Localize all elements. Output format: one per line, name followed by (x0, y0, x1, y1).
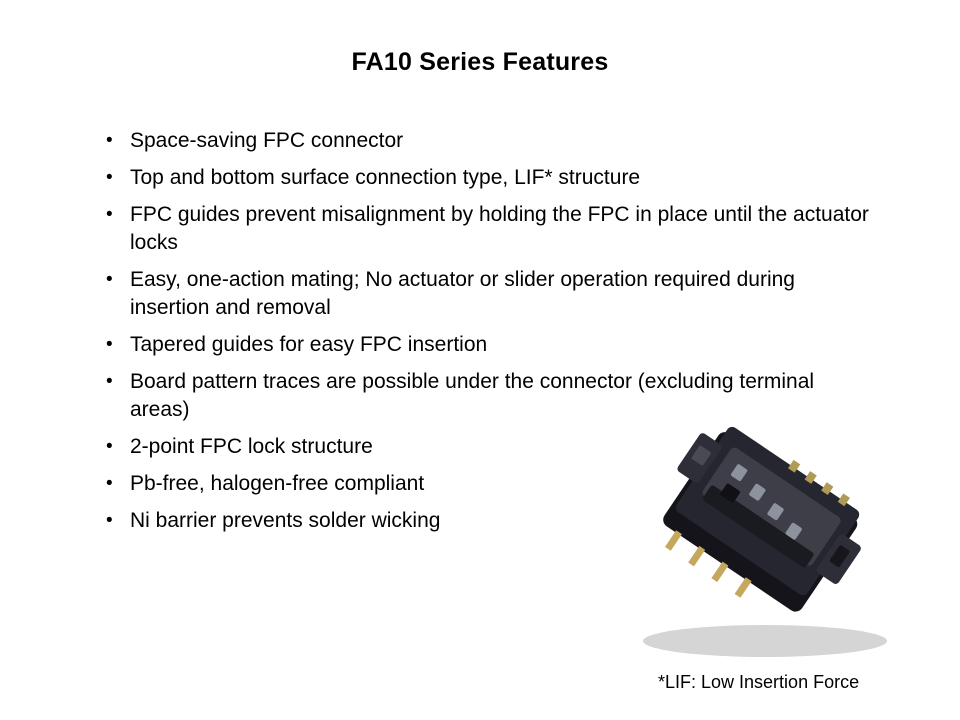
connector-hole (767, 503, 784, 521)
feature-item: FPC guides prevent misalignment by holdi… (104, 201, 876, 257)
feature-item: Pb-free, halogen-free compliant (104, 470, 876, 498)
feature-item: 2-point FPC lock structure (104, 433, 876, 461)
connector-contact (804, 471, 817, 484)
connector-detail-square (720, 483, 740, 503)
connector-body-group (663, 426, 861, 612)
connector-contact (821, 482, 834, 496)
connector-flange-left-detail (691, 445, 711, 466)
connector-shadow (643, 625, 887, 657)
connector-contact (787, 459, 801, 473)
feature-item: Top and bottom surface connection type, … (104, 164, 876, 192)
feature-item: Space-saving FPC connector (104, 127, 876, 155)
connector-contact (837, 493, 850, 507)
page-title: FA10 Series Features (351, 48, 609, 76)
connector-hole (731, 464, 748, 482)
connector-slot (703, 485, 814, 568)
connector-hole (785, 522, 802, 540)
feature-item: Board pattern traces are possible under … (104, 368, 876, 424)
feature-item: Tapered guides for easy FPC insertion (104, 331, 876, 359)
feature-item: Easy, one-action mating; No actuator or … (104, 266, 876, 322)
connector-hole (749, 483, 766, 501)
feature-item: Ni barrier prevents solder wicking (104, 507, 876, 535)
connector-pin (688, 545, 706, 567)
fpc-connector-photo (643, 426, 887, 657)
connector-pin (664, 530, 682, 551)
connector-pin (711, 561, 729, 583)
footnote: *LIF: Low Insertion Force (658, 672, 860, 692)
feature-list: Space-saving FPC connector Top and botto… (104, 127, 876, 544)
connector-flange-right-detail (829, 545, 850, 567)
connector-pin (734, 577, 752, 598)
